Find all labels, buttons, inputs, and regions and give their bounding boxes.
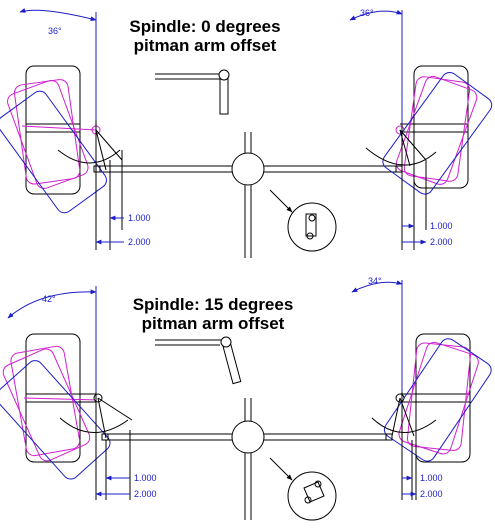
bottom-left-tierod-joint [101,433,109,441]
bottom-right-swing-arc [371,417,437,433]
bottom-left-angle-label: 42° [42,294,56,304]
top-pitman-pivot [308,214,316,222]
bottom-pitman-detail-circle [287,471,337,521]
top-right-steering-arm [399,129,411,167]
bottom-title-line1: Spindle: 15 degrees [133,295,294,314]
top-panel [0,8,493,258]
top-left-steering-arm-turned [95,129,123,161]
top-left-wheel-straight [25,65,81,195]
bottom-pitman-pivot [314,480,322,488]
top-pitman-end [306,232,314,240]
bottom-right-wheel-straight [415,333,471,463]
top-right-dim2-label: 2.000 [430,237,453,247]
top-left-steering-arm [95,129,107,171]
top-left-angle-label: 36° [48,26,62,36]
bottom-right-tierod-joint [385,433,393,441]
bottom-right-dim2-label: 2.000 [420,489,443,499]
top-right-dim1-label: 1.000 [430,221,453,231]
top-right-swing-arc [365,147,437,166]
top-left-dim2-label: 2.000 [128,237,151,247]
top-detail-leader [269,189,293,213]
top-right-wheel-blue [349,9,493,195]
top-pitman-ball [218,69,230,81]
top-center-hub [231,152,265,186]
top-left-wheel-magenta [7,79,101,189]
top-left-swing-arc [57,149,121,164]
bottom-pitman-end [304,496,312,504]
bottom-pitman-ball [220,336,232,348]
bottom-panel [0,280,492,521]
bottom-right-dim1-label: 1.000 [420,473,443,483]
bottom-right-steering-arm-turned [399,397,415,437]
top-right-angle-label: 36° [360,8,374,18]
bottom-right-wheel-blue [351,280,492,462]
bottom-detail-leader [269,457,293,481]
bottom-title-line2: pitman arm offset [142,314,285,333]
top-pitman-detail-circle [287,202,337,252]
top-pitman-arm-detail [305,213,317,237]
bottom-left-steering-arm-turned [97,397,133,421]
bottom-right-angle-label: 34° [368,276,382,286]
top-right-wheel-straight [413,65,469,189]
top-right-tierod-joint [395,165,403,173]
bottom-left-wheel-magenta [2,345,99,462]
bottom-right-steering-arm [391,397,401,437]
bottom-center-hub [231,420,265,454]
top-title-line1: Spindle: 0 degrees [129,17,280,36]
bottom-left-dim2-label: 2.000 [134,489,157,499]
bottom-left-wheel-blue [0,286,111,480]
top-right-wheel-magenta [395,75,478,185]
top-left-dim1-label: 1.000 [128,213,151,223]
bottom-left-swing-arc [59,417,129,433]
top-left-tierod-joint [93,165,101,173]
bottom-left-dim1-label: 1.000 [134,473,157,483]
top-title-line2: pitman arm offset [134,36,277,55]
top-left-wheel-blue [0,8,107,214]
bottom-right-wheel-magenta [398,341,479,455]
top-right-steering-arm-turned [399,129,427,161]
